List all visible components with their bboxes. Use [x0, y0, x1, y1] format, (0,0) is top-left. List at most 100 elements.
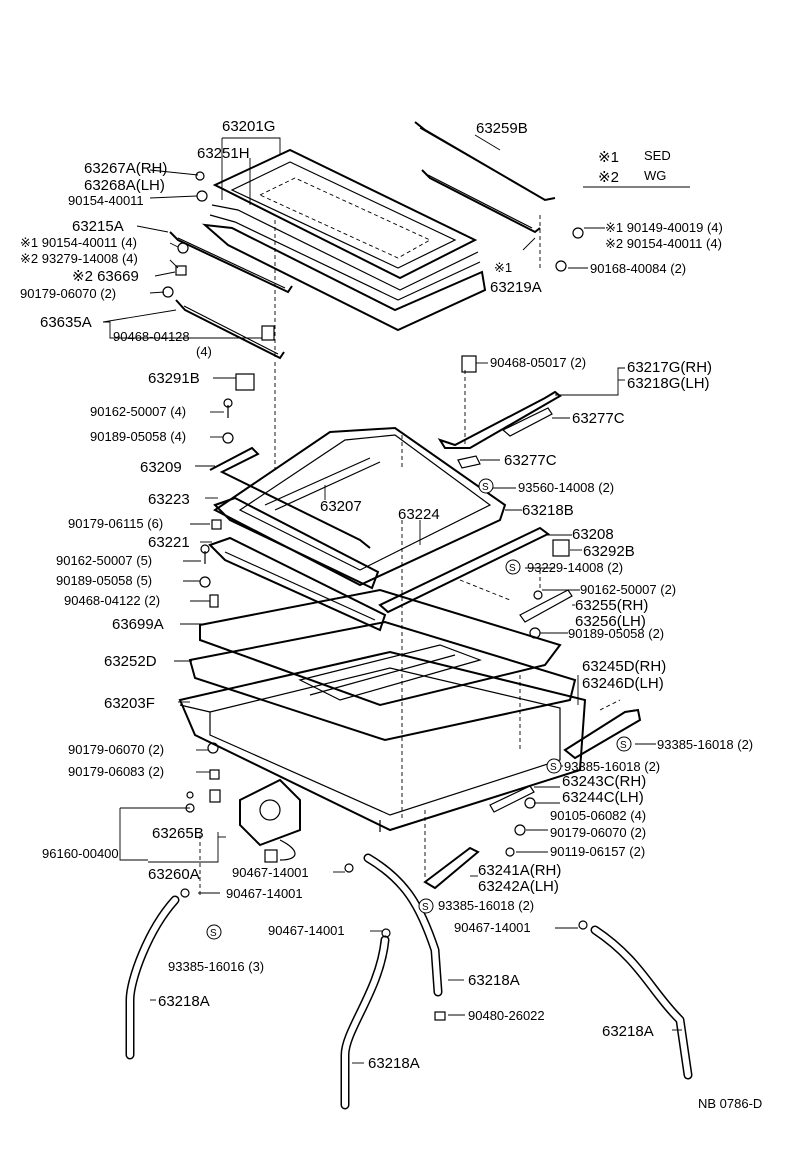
legend-text-wg: WG: [644, 168, 666, 183]
alignment-lines: [199, 215, 621, 895]
legend-mark-2: ※2: [598, 169, 619, 186]
drain-hoses: [125, 853, 693, 1110]
right-brackets: [437, 355, 562, 469]
part-label: 63242A(LH): [478, 878, 559, 895]
part-label: 63265B: [152, 825, 204, 842]
part-label: 90467-14001: [454, 920, 531, 935]
part-label: 90105-06082 (4): [550, 808, 646, 823]
part-label: ※2 93279-14008 (4): [20, 251, 138, 266]
part-label: 63292B: [583, 543, 635, 560]
part-label: 63260A: [148, 866, 200, 883]
part-label: 90162-50007 (4): [90, 404, 186, 419]
part-label: 90179-06070 (2): [68, 742, 164, 757]
part-label: 63218B: [522, 502, 574, 519]
part-label: 63221: [148, 534, 190, 551]
left-brackets: [162, 171, 293, 360]
part-label: 63241A(RH): [478, 862, 561, 879]
s-mark-2: S: [505, 559, 521, 575]
motor-assembly: [185, 742, 301, 863]
s-mark-4: S: [546, 758, 562, 774]
glass-panel: [209, 148, 481, 301]
part-label: 90154-40011: [68, 193, 144, 208]
svg-text:S: S: [422, 902, 429, 913]
wind-deflector: [378, 526, 570, 614]
part-label: 63207: [320, 498, 362, 515]
part-label: 63218G(LH): [627, 375, 710, 392]
s-mark-6: S: [206, 924, 222, 940]
part-label: ※1 90149-40019 (4): [605, 220, 723, 235]
drive-cable: [209, 446, 371, 549]
part-label: 90162-50007 (2): [580, 582, 676, 597]
part-label: 63256(LH): [575, 613, 646, 630]
part-labels: 63201G 63251H 63259B 63267A(RH) 63268A(L…: [20, 118, 762, 1111]
part-label: ※2 63669: [72, 268, 139, 285]
svg-text:S: S: [550, 762, 557, 773]
part-label: 90467-14001: [226, 886, 303, 901]
part-label: 63224: [398, 506, 440, 523]
svg-text:S: S: [509, 563, 516, 574]
svg-text:S: S: [210, 928, 217, 939]
part-label: 63255(RH): [575, 597, 648, 614]
side-rails: [414, 121, 584, 272]
part-label: 93229-14008 (2): [527, 560, 623, 575]
s-mark-1: S: [478, 478, 494, 494]
part-label: 90189-05058 (2): [568, 626, 664, 641]
part-label: (4): [196, 344, 212, 359]
part-label: 63699A: [112, 616, 164, 633]
part-label: 90480-26022: [468, 1008, 545, 1023]
part-label: 90179-06070 (2): [20, 286, 116, 301]
part-label: 63277C: [504, 452, 557, 469]
svg-text:S: S: [620, 740, 627, 751]
part-label: 90467-14001: [232, 865, 309, 880]
part-label: 63218A: [468, 972, 520, 989]
part-label: 93385-16018 (2): [564, 759, 660, 774]
glass-seal: [201, 223, 487, 332]
part-label: 93560-14008 (2): [518, 480, 614, 495]
part-label: 63267A(RH): [84, 160, 167, 177]
s-mark-3: S: [616, 736, 632, 752]
part-label: 63243C(RH): [562, 773, 646, 790]
part-label: 90467-14001: [268, 923, 345, 938]
part-label: 63219A: [490, 279, 542, 296]
part-label: 63208: [572, 526, 614, 543]
part-label: 63215A: [72, 218, 124, 235]
part-label: 63277C: [572, 410, 625, 427]
part-label: 63252D: [104, 653, 157, 670]
s-mark-5: S: [418, 898, 434, 914]
part-label: 96160-00400: [42, 846, 119, 861]
sunroof-frame: [213, 426, 507, 587]
part-label: ※1: [494, 260, 512, 275]
svg-text:S: S: [482, 482, 489, 493]
s-marks: S S S S S S: [206, 478, 632, 940]
part-label: 63218A: [368, 1055, 420, 1072]
part-label: 63203F: [104, 695, 155, 712]
roof-housing: [178, 588, 587, 832]
part-label: 90179-06115 (6): [68, 516, 163, 531]
part-label: 93385-16018 (2): [438, 898, 534, 913]
part-label: 63209: [140, 459, 182, 476]
part-label: 90119-06157 (2): [550, 844, 645, 859]
part-label: 90468-04122 (2): [64, 593, 160, 608]
part-label: 63246D(LH): [582, 675, 664, 692]
part-label: 63201G: [222, 118, 275, 135]
part-label: ※2 90154-40011 (4): [605, 236, 722, 251]
legend-mark-1: ※1: [598, 149, 619, 166]
part-label: 93385-16016 (3): [168, 959, 264, 974]
part-label: 63291B: [148, 370, 200, 387]
legend: ※1 SED ※2 WG: [583, 148, 690, 188]
part-label: 63244C(LH): [562, 789, 644, 806]
part-label: 90162-50007 (5): [56, 553, 152, 568]
part-label: 63223: [148, 491, 190, 508]
part-label: 63245D(RH): [582, 658, 666, 675]
part-label: 63218A: [602, 1023, 654, 1040]
legend-text-sed: SED: [644, 148, 671, 163]
part-label: 63251H: [197, 145, 250, 162]
part-label: 90189-05058 (5): [56, 573, 152, 588]
part-label: 63268A(LH): [84, 177, 165, 194]
part-label: 63259B: [476, 120, 528, 137]
leader-lines: [102, 134, 682, 1064]
part-label: 90189-05058 (4): [90, 429, 186, 444]
part-label: 63218A: [158, 993, 210, 1010]
